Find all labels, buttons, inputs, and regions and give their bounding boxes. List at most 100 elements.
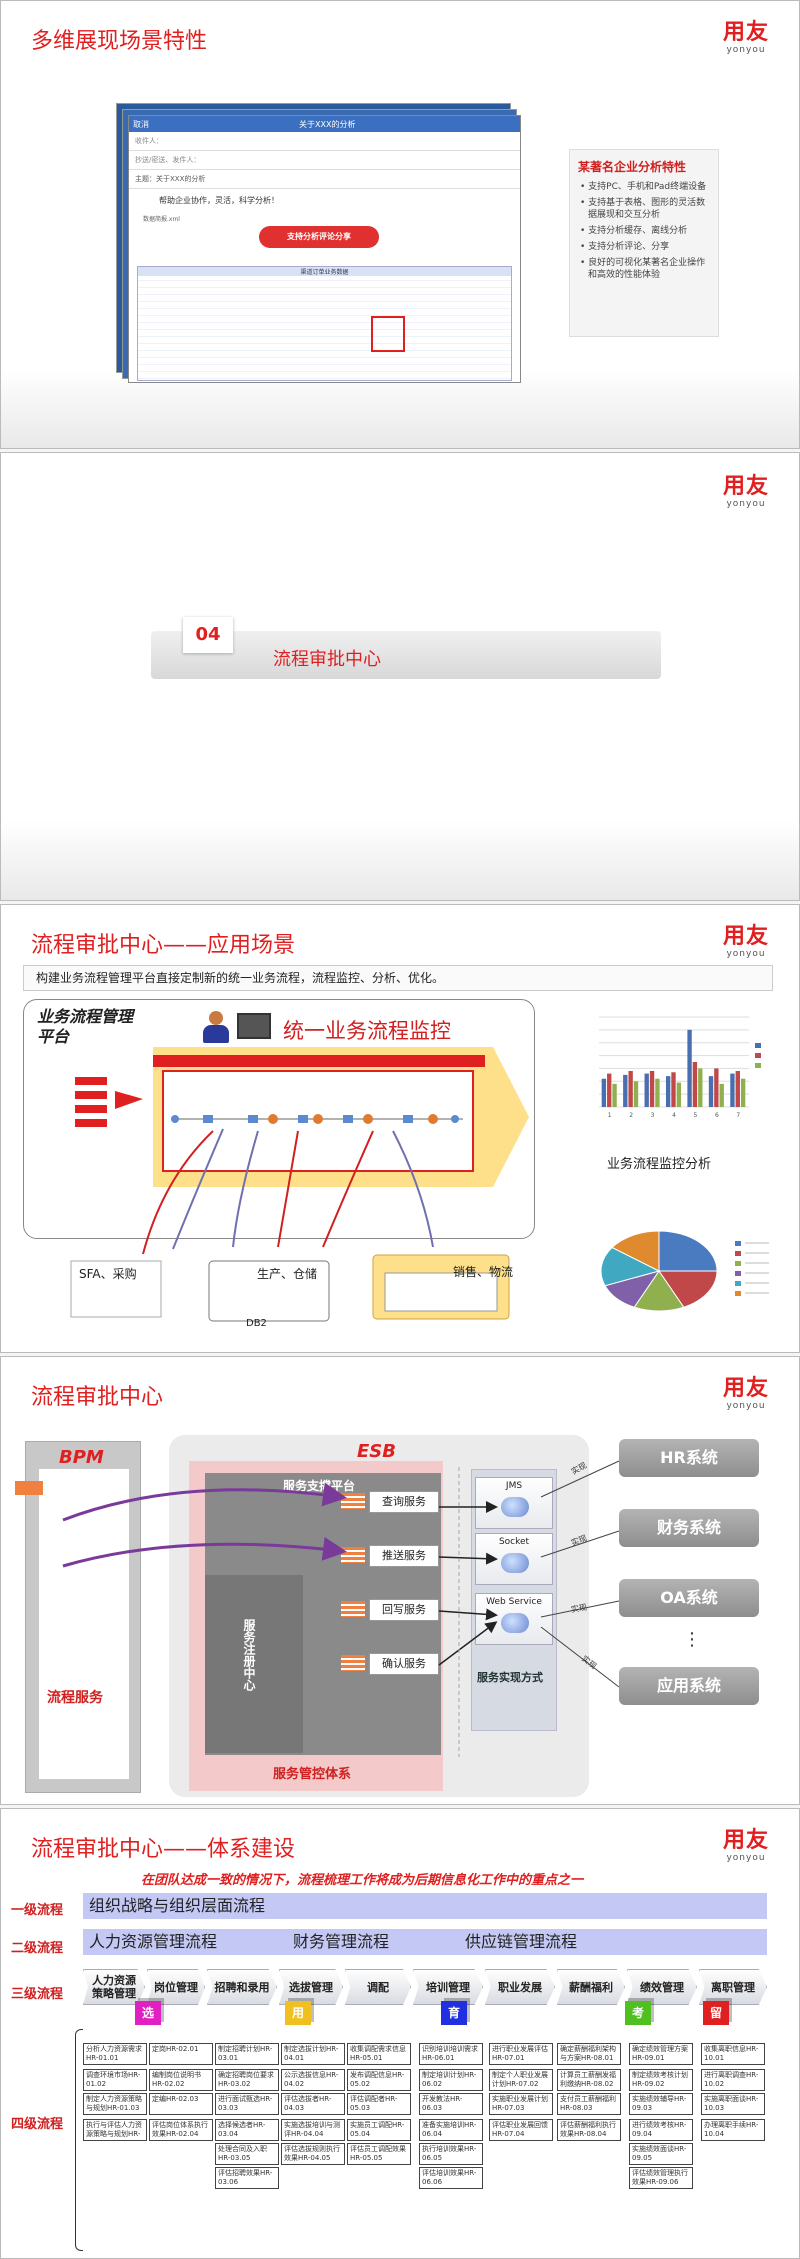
level-3-item: 岗位管理 bbox=[147, 1969, 205, 2005]
level-4-item: 调查环境市场HR-01.02 bbox=[83, 2069, 147, 2091]
bar bbox=[607, 1073, 612, 1107]
impl-label: Socket bbox=[498, 1537, 530, 1547]
level-4-bracket bbox=[75, 2029, 83, 2251]
level-4-item: 进行离职调查HR-10.02 bbox=[701, 2069, 765, 2091]
level-4-item: 实施选拔培训与测评HR-04.04 bbox=[281, 2119, 345, 2141]
level-4-item: 评估选拔规则执行效果HR-04.05 bbox=[281, 2143, 345, 2165]
mgmt-label: 服务管控体系 bbox=[273, 1767, 352, 1782]
pie-slice bbox=[658, 1270, 718, 1308]
level-4-item: 确定薪酬福利架构与方案HR-08.01 bbox=[557, 2043, 621, 2065]
yonyou-logo: 用友 yonyou bbox=[722, 1376, 769, 1412]
slide-2: 用友 yonyou 04 流程审批中心 bbox=[0, 452, 800, 901]
level-3-item: 薪酬福利 bbox=[557, 1969, 625, 2005]
bar bbox=[692, 1062, 698, 1107]
bar bbox=[633, 1081, 639, 1107]
registry-panel bbox=[205, 1575, 303, 1753]
stage-tag: 用 bbox=[285, 2001, 311, 2025]
system-box: OA系统 bbox=[619, 1579, 759, 1617]
level-4-item: 计算员工薪酬发福利缴纳HR-08.02 bbox=[557, 2069, 621, 2091]
legend-swatch bbox=[735, 1251, 741, 1256]
connection-lines bbox=[62, 1460, 620, 1757]
system-box: HR系统 bbox=[619, 1439, 759, 1477]
recipient-field: 收件人： bbox=[129, 132, 520, 151]
level-4-item: 处理合同及入职HR-03.05 bbox=[215, 2143, 279, 2165]
slide-3: 流程审批中心——应用场景 用友 yonyou 构建业务流程管理平台直接定制新的统… bbox=[0, 904, 800, 1353]
banner: 构建业务流程管理平台直接定制新的统一业务流程，流程监控、分析、优化。 bbox=[23, 965, 773, 991]
level-4-item: 识别培训培训需求HR-06.01 bbox=[419, 2043, 483, 2065]
yonyou-logo: 用友 yonyou bbox=[722, 924, 769, 960]
legend-swatch bbox=[735, 1281, 741, 1286]
level-4-item: 评估薪酬福利执行效果HR-08.04 bbox=[557, 2119, 621, 2141]
bar bbox=[671, 1072, 676, 1107]
level-4-item: 定岗HR-02.01 bbox=[149, 2043, 213, 2065]
level-4-item: 定编HR-02.03 bbox=[149, 2093, 213, 2115]
data-table: 渠道订单业务数据 bbox=[137, 266, 512, 381]
tick-label: 2 bbox=[629, 1112, 633, 1119]
back-label[interactable]: 取消 bbox=[133, 120, 149, 129]
level-4-item: 实施绩效辅导HR-09.03 bbox=[629, 2093, 693, 2115]
slide-subtitle: 在团队达成一致的情况下，流程梳理工作将成为后期信息化工作中的重点之一 bbox=[141, 1873, 584, 1888]
level-4-item: 实施职业发展计划HR-07.03 bbox=[489, 2093, 553, 2115]
screenshot-stack: 取消 关于XXX的分析 收件人： 抄送/密送、发件人： 主题：关于XXX的分析 … bbox=[116, 103, 521, 383]
flow-service-label: 流程服务 bbox=[47, 1690, 103, 1706]
bar bbox=[714, 1068, 719, 1107]
level-4-item: 收集调配需求信息HR-05.01 bbox=[347, 2043, 411, 2065]
bar bbox=[708, 1076, 714, 1107]
bpm-title: BPM bbox=[59, 1447, 104, 1468]
bpm-inner bbox=[39, 1469, 129, 1779]
stage-tag: 选 bbox=[135, 2001, 161, 2025]
level-3-item: 选拔管理 bbox=[279, 1969, 343, 2005]
level-4-item: 执行与评估人力资源策略与规划HR-01.04 bbox=[83, 2119, 147, 2141]
level-4-item: 办理离职手续HR-10.04 bbox=[701, 2119, 765, 2141]
legend-swatch bbox=[735, 1291, 741, 1296]
level-1-bar: 组织战略与组织层面流程 bbox=[83, 1893, 767, 1919]
bar bbox=[623, 1074, 628, 1107]
stage-tag: 留 bbox=[703, 2001, 729, 2025]
tick-label: 3 bbox=[651, 1112, 655, 1119]
level-3-item: 职业发展 bbox=[485, 1969, 555, 2005]
pie-slice bbox=[611, 1230, 660, 1272]
subject-field: 主题：关于XXX的分析 bbox=[129, 170, 520, 189]
share-bubble: 支持分析评论分享 bbox=[259, 226, 379, 248]
level-3-item: 人力资源策略管理 bbox=[83, 1969, 145, 2005]
level-4-item: 制定培训计划HR-06.02 bbox=[419, 2069, 483, 2091]
user-icon bbox=[201, 1011, 231, 1043]
level-4-item: 评估员工调配效果HR-05.05 bbox=[347, 2143, 411, 2165]
service-box: 回写服务 bbox=[369, 1599, 439, 1621]
bar bbox=[628, 1071, 633, 1107]
registry-label: 服务注册中心 bbox=[242, 1619, 256, 1691]
service-connector bbox=[341, 1655, 365, 1671]
level-4-item: 评估绩效管理执行效果HR-09.06 bbox=[629, 2167, 693, 2189]
level-4-item: 公示选拔信息HR-04.02 bbox=[281, 2069, 345, 2091]
bar bbox=[676, 1082, 682, 1107]
yonyou-logo: 用友 yonyou bbox=[722, 20, 769, 56]
feature-item: • 支持PC、手机和Pad终端设备 bbox=[580, 182, 707, 192]
bar bbox=[649, 1071, 655, 1107]
bpm-connector bbox=[15, 1481, 43, 1495]
legend-swatch bbox=[735, 1271, 741, 1276]
level-2-item: 财务管理流程 bbox=[293, 1932, 390, 1951]
tick-label: 7 bbox=[736, 1112, 740, 1119]
stage-tag: 育 bbox=[441, 2001, 467, 2025]
level-4-item: 评估培训效果HR-06.06 bbox=[419, 2167, 483, 2189]
legend-swatch bbox=[755, 1053, 761, 1058]
cloud-icon bbox=[501, 1613, 529, 1633]
level-3-item: 调配 bbox=[345, 1969, 411, 2005]
level-4-item: 制定选拔计划HR-04.01 bbox=[281, 2043, 345, 2065]
legend-swatch bbox=[755, 1043, 761, 1048]
monitor-title: 统一业务流程监控 bbox=[283, 1019, 451, 1043]
section-banner bbox=[151, 631, 661, 679]
legend-swatch bbox=[735, 1241, 741, 1246]
bar bbox=[665, 1076, 671, 1107]
level-4-item: 执行培训效果HR-06.05 bbox=[419, 2143, 483, 2165]
analysis-label: 业务流程监控分析 bbox=[607, 1157, 712, 1172]
feature-box-title: 某著名企业分析特性 bbox=[578, 160, 687, 174]
feature-item: • 良好的可视化某著名企业操作和高效的性能体验 bbox=[580, 258, 706, 280]
level-4-item: 评估调配者HR-05.03 bbox=[347, 2093, 411, 2115]
monitor-icon bbox=[237, 1013, 271, 1039]
level-4-item: 评估选拔者HR-04.03 bbox=[281, 2093, 345, 2115]
service-box: 查询服务 bbox=[369, 1491, 439, 1513]
level-4-item: 制定招聘计划HR-03.01 bbox=[215, 2043, 279, 2065]
service-connector bbox=[341, 1601, 365, 1617]
